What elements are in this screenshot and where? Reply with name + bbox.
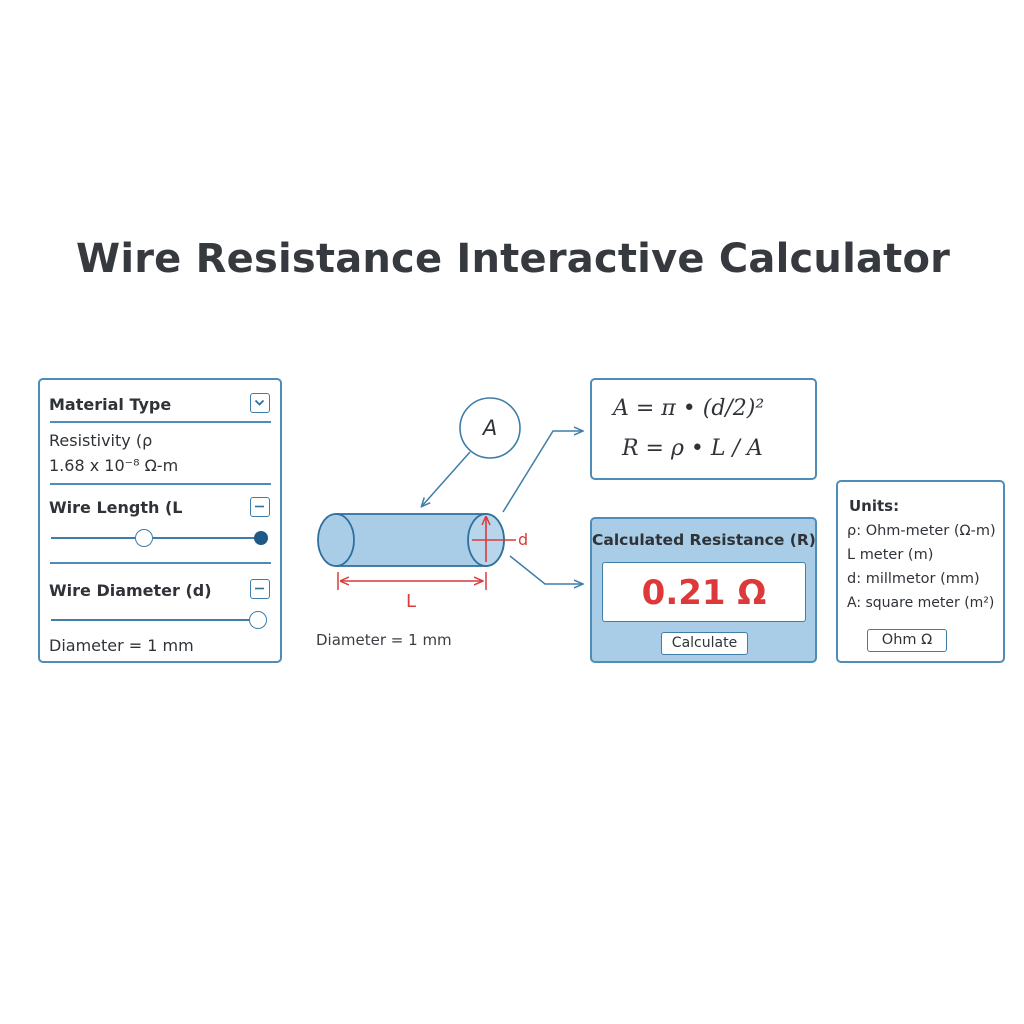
divider — [50, 562, 271, 564]
length-dimension — [337, 572, 487, 590]
area-callout — [459, 397, 521, 459]
result-value: 0.21 Ω — [641, 573, 767, 613]
ohm-unit-button[interactable]: Ohm Ω — [867, 629, 947, 652]
formula-connector — [502, 431, 582, 513]
diameter-readout: Diameter = 1 mm — [49, 636, 194, 655]
units-panel: Units: ρ: Ohm-meter (Ω-m) L meter (m) d:… — [836, 480, 1005, 663]
units-heading: Units: — [849, 497, 900, 515]
unit-item: L meter (m) — [847, 547, 934, 563]
result-label: Calculated Resistance (R) — [592, 531, 816, 549]
minus-icon — [255, 587, 264, 590]
wire-length-slider-thumb[interactable] — [135, 529, 153, 547]
wire-diameter-slider-thumb[interactable] — [249, 611, 267, 629]
result-panel: Calculated Resistance (R) 0.21 Ω Calcula… — [590, 517, 817, 663]
wire-diameter-label: Wire Diameter (d) — [49, 581, 212, 600]
material-type-label: Material Type — [49, 395, 172, 414]
divider — [50, 421, 271, 423]
divider — [50, 483, 271, 485]
chevron-down-icon — [254, 399, 265, 406]
calculate-button[interactable]: Calculate — [661, 632, 748, 655]
diagram-caption: Diameter = 1 mm — [316, 631, 452, 649]
formula-box: A = π • (d/2)² R = ρ • L / A — [590, 378, 817, 480]
resistance-formula: R = ρ • L / A — [622, 436, 763, 461]
diameter-marker — [472, 518, 516, 562]
unit-item: ρ: Ohm-meter (Ω-m) — [847, 523, 996, 539]
resistivity-label: Resistivity (ρ — [49, 431, 153, 450]
resistivity-value: 1.68 x 10⁻⁸ Ω-m — [49, 456, 179, 475]
minus-icon — [255, 505, 264, 508]
unit-item: d: millmetor (mm) — [847, 571, 980, 587]
diameter-label: d — [518, 530, 528, 549]
page-title: Wire Resistance Interactive Calculator — [76, 236, 951, 282]
length-label: L — [406, 591, 416, 612]
controls-panel: Material Type Resistivity (ρ 1.68 x 10⁻⁸… — [38, 378, 282, 663]
result-connector — [509, 555, 582, 584]
wire-diameter-toggle[interactable] — [250, 579, 270, 599]
material-dropdown-button[interactable] — [250, 393, 270, 413]
area-formula: A = π • (d/2)² — [613, 396, 765, 421]
wire-diameter-slider[interactable] — [51, 619, 254, 621]
wire-length-slider-end[interactable] — [254, 531, 268, 545]
result-display: 0.21 Ω — [602, 562, 806, 622]
wire-cylinder — [317, 513, 505, 567]
wire-length-slider[interactable] — [51, 537, 264, 539]
area-label: A — [481, 416, 497, 440]
area-arrow — [422, 451, 471, 506]
wire-length-toggle[interactable] — [250, 497, 270, 517]
unit-item: A: square meter (m²) — [847, 595, 995, 611]
wire-length-label: Wire Length (L — [49, 498, 183, 517]
